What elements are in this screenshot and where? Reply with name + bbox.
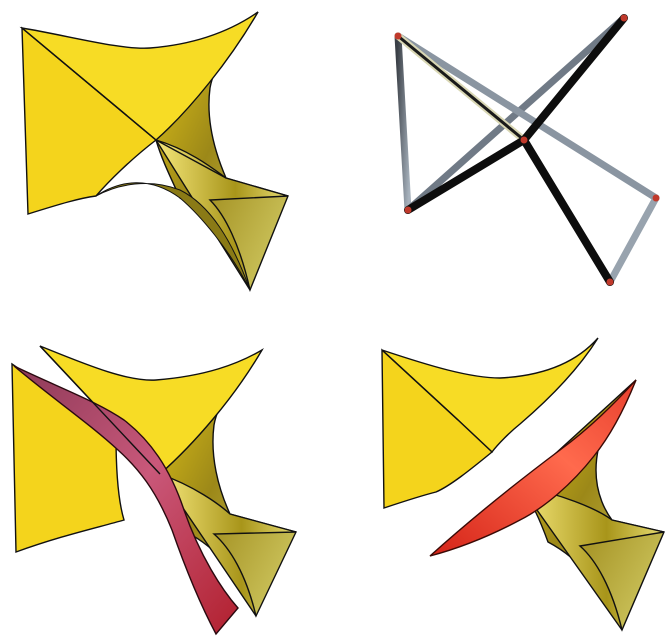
wire-edge-black-2 [408, 140, 524, 210]
wire-edge-gray-4 [610, 198, 656, 282]
wire-vertex-3 [521, 137, 528, 144]
wire-vertex-2 [621, 15, 628, 22]
wire-vertex-5 [607, 279, 614, 286]
panel-bottom-left-saddle-with-plane [12, 346, 296, 634]
wire-vertex-6 [653, 195, 660, 202]
wire-edge-black-4 [398, 36, 524, 140]
wire-edge-gray-3 [398, 36, 656, 198]
panel-top-right-wireframe [395, 15, 660, 286]
wire-vertex-4 [405, 207, 412, 214]
wire-edge-black-1 [524, 18, 624, 140]
panel-top-left-saddle [22, 12, 288, 290]
panel-bottom-right-saddle-split [382, 338, 664, 630]
wire-edge-gray-1 [398, 36, 408, 210]
wire-vertex-1 [395, 33, 402, 40]
